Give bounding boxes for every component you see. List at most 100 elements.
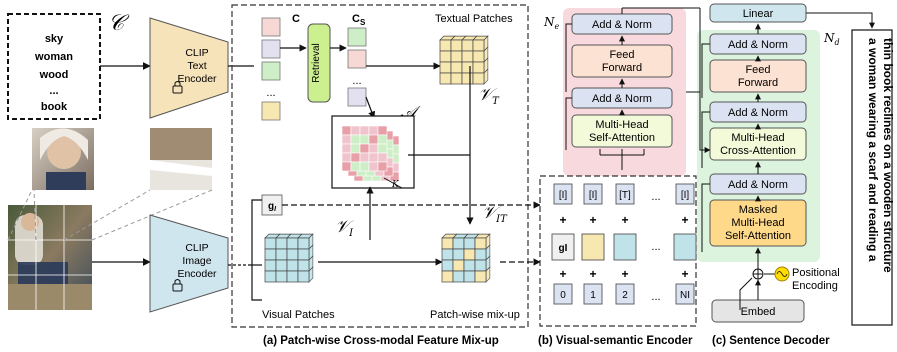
module-a-frame (231, 4, 529, 328)
attention-cell (377, 134, 388, 145)
token-label: [T] (619, 190, 631, 201)
attention-cell (350, 134, 361, 145)
output-caption-box (851, 29, 893, 326)
caption-c: (c) Sentence Decoder (712, 335, 830, 347)
retrieval-block: Retrieval (307, 23, 331, 103)
token-label: [I] (589, 190, 598, 201)
mixup-patch (452, 270, 465, 283)
mixup-patch (452, 259, 465, 272)
output-caption-line1: a woman wearing a scarf and reading a (866, 38, 880, 262)
concept-word-book: book (41, 101, 68, 113)
encoder-add-norm-top: Add & Norm (571, 13, 673, 35)
visual-patch (264, 270, 277, 283)
svg-text:Encoder: Encoder (177, 268, 217, 280)
token-label: 0 (560, 290, 566, 301)
visual-patch (264, 248, 277, 261)
token-ellipsis: ... (651, 241, 660, 253)
concept-word-woman: woman (34, 51, 73, 63)
ne-label: Ne (543, 15, 560, 31)
token-plus: + (559, 267, 566, 281)
textual-patch (439, 61, 452, 74)
token-label: [I] (681, 190, 690, 201)
concept-word-wood: wood (39, 69, 69, 81)
concept-embeddings: ... (261, 17, 281, 121)
mixup-label: Patch-wise mix-up (430, 309, 520, 321)
svg-text:Embed: Embed (741, 306, 776, 318)
token-label: 1 (590, 290, 596, 301)
k-bracket (383, 177, 403, 189)
token-box (583, 283, 603, 305)
attention-cell (383, 166, 394, 177)
attention-cell (377, 152, 388, 163)
clip-text-encoder: CLIP Text Encoder (149, 17, 229, 119)
svg-text:CLIP: CLIP (185, 242, 208, 254)
token-box (675, 183, 695, 205)
clip-image-encoder: CLIP Image Encoder (149, 214, 229, 313)
mixup-patch (474, 266, 491, 283)
attention-cell (359, 134, 370, 145)
svg-text:CLIP: CLIP (185, 47, 208, 59)
svg-text:Add & Norm: Add & Norm (728, 179, 788, 191)
mixup-patch (463, 259, 476, 272)
attention-cell (341, 143, 352, 154)
attention-cell (341, 134, 352, 145)
mixup-patch (441, 270, 454, 283)
token-box (583, 183, 603, 205)
visual-patches-cube (264, 233, 314, 283)
mixup-patch (441, 259, 454, 272)
output-caption-line2: thin book reclines on a wooden structure (881, 38, 895, 273)
pos-enc-line2: Encoding (792, 280, 838, 292)
textual-patch (472, 35, 489, 52)
visual-patch (275, 259, 288, 272)
decoder-add-norm-2: Add & Norm (709, 101, 807, 123)
encoder-add-norm-mid: Add & Norm (571, 87, 673, 109)
token-label: NI (680, 290, 690, 301)
token-plus: + (559, 213, 566, 227)
svg-text:Add & Norm: Add & Norm (728, 107, 788, 119)
attention-cell (368, 125, 379, 136)
image-patch-book (150, 128, 212, 190)
k-label: K (391, 180, 400, 190)
svg-text:Text: Text (187, 60, 206, 72)
token-label: 2 (622, 290, 628, 301)
mixup-patches-cube (441, 233, 491, 283)
visual-patch (264, 233, 281, 250)
concept-set-symbol: 𝒞 (108, 11, 130, 36)
textual-patch (439, 50, 452, 63)
attention-cell (368, 161, 379, 172)
token-plus: + (589, 267, 596, 281)
textual-patch (461, 50, 474, 63)
visual-patch (297, 233, 314, 250)
attention-cell (389, 171, 400, 182)
svg-text:Image: Image (182, 255, 211, 267)
decoder-cross-attention: Multi-Head Cross-Attention (709, 127, 807, 161)
attention-cell (359, 143, 370, 154)
lock-icon (172, 85, 183, 94)
attention-matrix (331, 115, 415, 189)
caption-a: (a) Patch-wise Cross-modal Feature Mix-u… (263, 335, 499, 347)
svg-text:Self-Attention: Self-Attention (589, 132, 655, 144)
textual-patch (450, 61, 463, 74)
mixup-patch (474, 233, 491, 250)
cs-label: CS (352, 13, 366, 27)
token-ellipsis: ... (651, 291, 660, 303)
token-plus: + (589, 213, 596, 227)
decoder-add-norm-3: Add & Norm (709, 173, 807, 195)
attention-cell (377, 125, 388, 136)
token-plus: + (681, 213, 688, 227)
visual-patch (286, 248, 299, 261)
svg-text:Feed: Feed (609, 49, 634, 61)
svg-text:Feed: Feed (745, 64, 770, 76)
image-patch-face (32, 128, 94, 190)
textual-patch (439, 72, 452, 85)
decoder-linear: Linear (709, 3, 807, 23)
textual-patches-cube (439, 35, 489, 85)
token-box (675, 283, 695, 305)
mixup-patch (441, 248, 454, 261)
attention-cell (350, 161, 361, 172)
visual-patch (286, 259, 299, 272)
attention-cell (341, 152, 352, 163)
visual-patches-label: Visual Patches (262, 309, 335, 321)
token-label: gI (559, 243, 568, 254)
textual-patch (461, 72, 474, 85)
